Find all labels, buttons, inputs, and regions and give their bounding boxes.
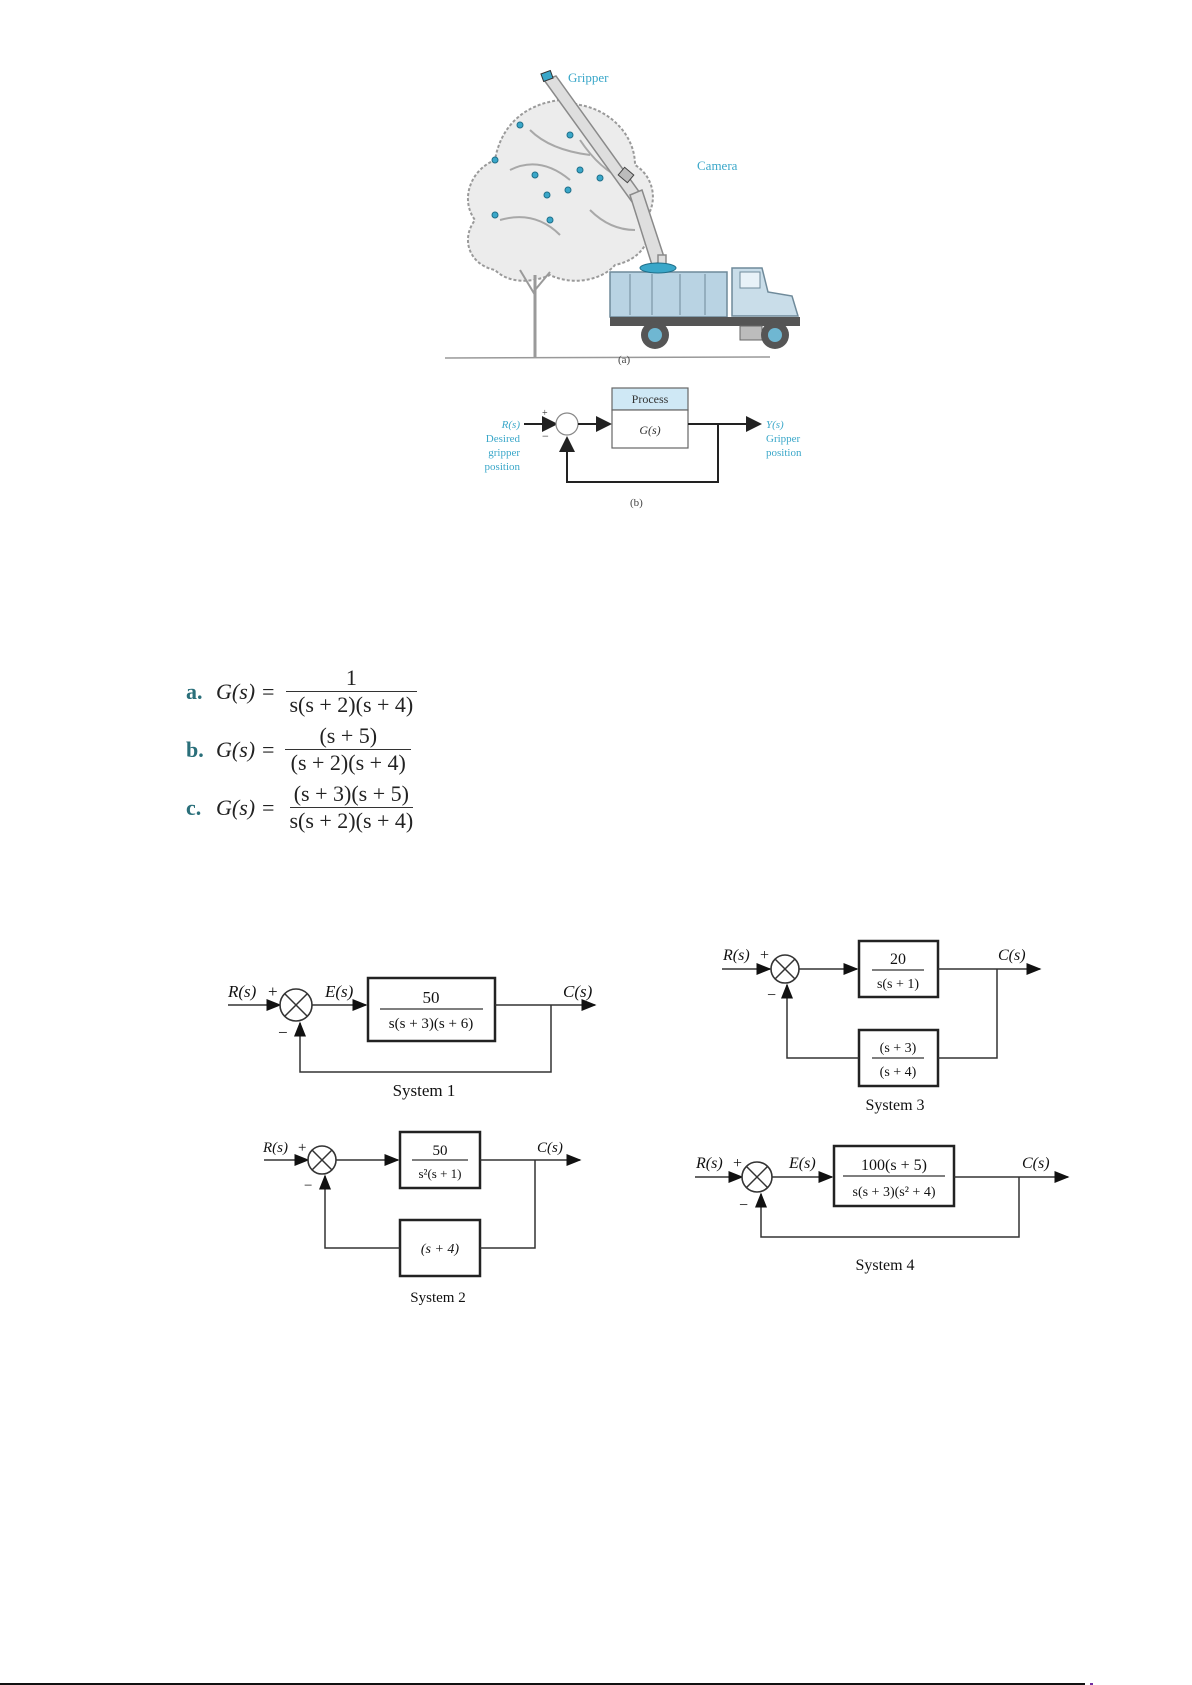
plus-sign: + xyxy=(733,1155,742,1172)
output-label: C(s) xyxy=(998,947,1026,964)
minus-sign: − xyxy=(739,1197,748,1214)
equation-letter: c. xyxy=(186,794,202,820)
plus-sign: + xyxy=(760,947,769,964)
camera-icon xyxy=(617,166,635,184)
output-label: C(s) xyxy=(1022,1155,1050,1172)
forward-numerator: 50 xyxy=(433,1143,448,1159)
denominator: s(s + 2)(s + 4) xyxy=(289,808,414,833)
forward-denominator: s²(s + 1) xyxy=(418,1166,461,1181)
summing-junction-icon xyxy=(279,988,313,1022)
output-label: C(s) xyxy=(563,982,593,1001)
fruit-markers xyxy=(491,121,604,224)
system-label: System 3 xyxy=(865,1097,924,1114)
truck-icon xyxy=(609,262,800,349)
process-tf: G(s) xyxy=(639,423,660,437)
minus-sign: − xyxy=(542,429,549,443)
equation-c: c. G(s) = (s + 3)(s + 5) s(s + 2)(s + 4) xyxy=(186,781,417,834)
input-desc-1: Desired xyxy=(486,433,521,445)
forward-numerator: 100(s + 5) xyxy=(861,1157,927,1174)
feedback-tf: (s + 4) xyxy=(421,1242,460,1257)
numerator: (s + 5) xyxy=(285,723,412,750)
feedback-denominator: (s + 4) xyxy=(880,1065,917,1080)
forward-denominator: s(s + 3)(s² + 4) xyxy=(853,1185,936,1200)
plus-sign: + xyxy=(268,982,278,1001)
ground-line xyxy=(444,356,771,359)
system-label: System 4 xyxy=(855,1257,914,1274)
summing-junction-icon xyxy=(741,1161,773,1193)
fruit-picking-illustration: Gripper Camera xyxy=(444,69,800,359)
input-desc-2: gripper xyxy=(488,447,520,459)
system-3-diagram: R(s) + − 20 s(s + 1) C(s) (s + 3) (s + 4… xyxy=(722,939,1042,1114)
gripper-icon xyxy=(540,69,554,83)
equation-letter: a. xyxy=(186,678,203,704)
equation-fraction: 1 s(s + 2)(s + 4) xyxy=(285,665,417,718)
summing-junction-icon xyxy=(307,1145,337,1175)
numerator: 1 xyxy=(285,665,417,692)
plus-sign: + xyxy=(542,408,548,419)
system-label: System 1 xyxy=(393,1081,456,1100)
caption-a: (a) xyxy=(618,354,631,366)
equation-fraction: (s + 5) (s + 2)(s + 4) xyxy=(285,723,412,776)
feedback-path-left xyxy=(319,1174,400,1249)
feedback-path xyxy=(559,424,719,483)
forward-numerator: 50 xyxy=(423,988,440,1007)
input-label: R(s) xyxy=(722,947,750,964)
equation-lhs: G(s) = xyxy=(216,736,276,762)
error-label: E(s) xyxy=(324,982,354,1001)
output-desc-1: Gripper xyxy=(766,433,801,445)
minus-sign: − xyxy=(278,1023,288,1042)
input-symbol: R(s) xyxy=(501,419,521,431)
system-1-diagram: R(s) + − E(s) 50 s(s + 3)(s + 6) C(s) Sy… xyxy=(227,976,597,1100)
error-label: E(s) xyxy=(788,1155,816,1172)
input-label: R(s) xyxy=(227,982,257,1001)
feedback-path-right xyxy=(938,969,998,1059)
summing-junction xyxy=(555,412,579,436)
equation-a: a. G(s) = 1 s(s + 2)(s + 4) xyxy=(186,665,417,718)
plus-sign: + xyxy=(298,1140,306,1156)
minus-sign: − xyxy=(304,1178,312,1194)
denominator: (s + 2)(s + 4) xyxy=(290,750,406,775)
system-diagrams: R(s) + − E(s) 50 s(s + 3)(s + 6) C(s) Sy… xyxy=(227,939,1070,1306)
input-desc-3: position xyxy=(485,461,521,473)
equation-lhs: G(s) = xyxy=(216,794,276,820)
gripper-label: Gripper xyxy=(568,70,609,85)
forward-denominator: s(s + 1) xyxy=(877,977,919,992)
feedback-path-right xyxy=(480,1160,536,1249)
caption-b: (b) xyxy=(630,497,643,509)
input-label: R(s) xyxy=(695,1155,723,1172)
minus-sign: − xyxy=(767,987,776,1004)
equation-lhs: G(s) = xyxy=(216,678,276,704)
feedback-path xyxy=(755,1177,1020,1238)
system-label: System 2 xyxy=(410,1290,465,1306)
feedback-path-left xyxy=(781,983,859,1059)
output-desc-2: position xyxy=(766,447,802,459)
feedback-numerator: (s + 3) xyxy=(880,1041,917,1056)
forward-denominator: s(s + 3)(s + 6) xyxy=(389,1016,473,1032)
forward-block xyxy=(857,939,940,999)
equation-fraction: (s + 3)(s + 5) s(s + 2)(s + 4) xyxy=(285,781,417,834)
camera-label: Camera xyxy=(697,158,738,173)
footer-mark xyxy=(1090,1683,1093,1685)
system-2-diagram: R(s) + − 50 s²(s + 1) C(s) (s + 4) Syste… xyxy=(262,1130,582,1306)
numerator: (s + 3)(s + 5) xyxy=(289,781,413,808)
tree-icon xyxy=(466,98,654,358)
output-symbol: Y(s) xyxy=(766,419,784,431)
summing-junction-icon xyxy=(770,954,800,984)
equation-letter: b. xyxy=(186,736,204,762)
feedback-block xyxy=(398,1218,482,1278)
process-box xyxy=(611,409,689,449)
denominator: s(s + 2)(s + 4) xyxy=(289,692,414,717)
output-label: C(s) xyxy=(537,1140,563,1156)
feedback-path xyxy=(294,1005,552,1073)
equation-b: b. G(s) = (s + 5) (s + 2)(s + 4) xyxy=(186,723,412,776)
footer-rule xyxy=(0,1683,1085,1685)
input-label: R(s) xyxy=(262,1140,288,1156)
forward-numerator: 20 xyxy=(890,951,906,968)
process-header: Process xyxy=(632,392,669,406)
gripper-block-diagram: R(s) Desired gripper position + − Proces… xyxy=(485,387,802,483)
system-4-diagram: R(s) + − E(s) 100(s + 5) s(s + 3)(s² + 4… xyxy=(695,1144,1070,1274)
